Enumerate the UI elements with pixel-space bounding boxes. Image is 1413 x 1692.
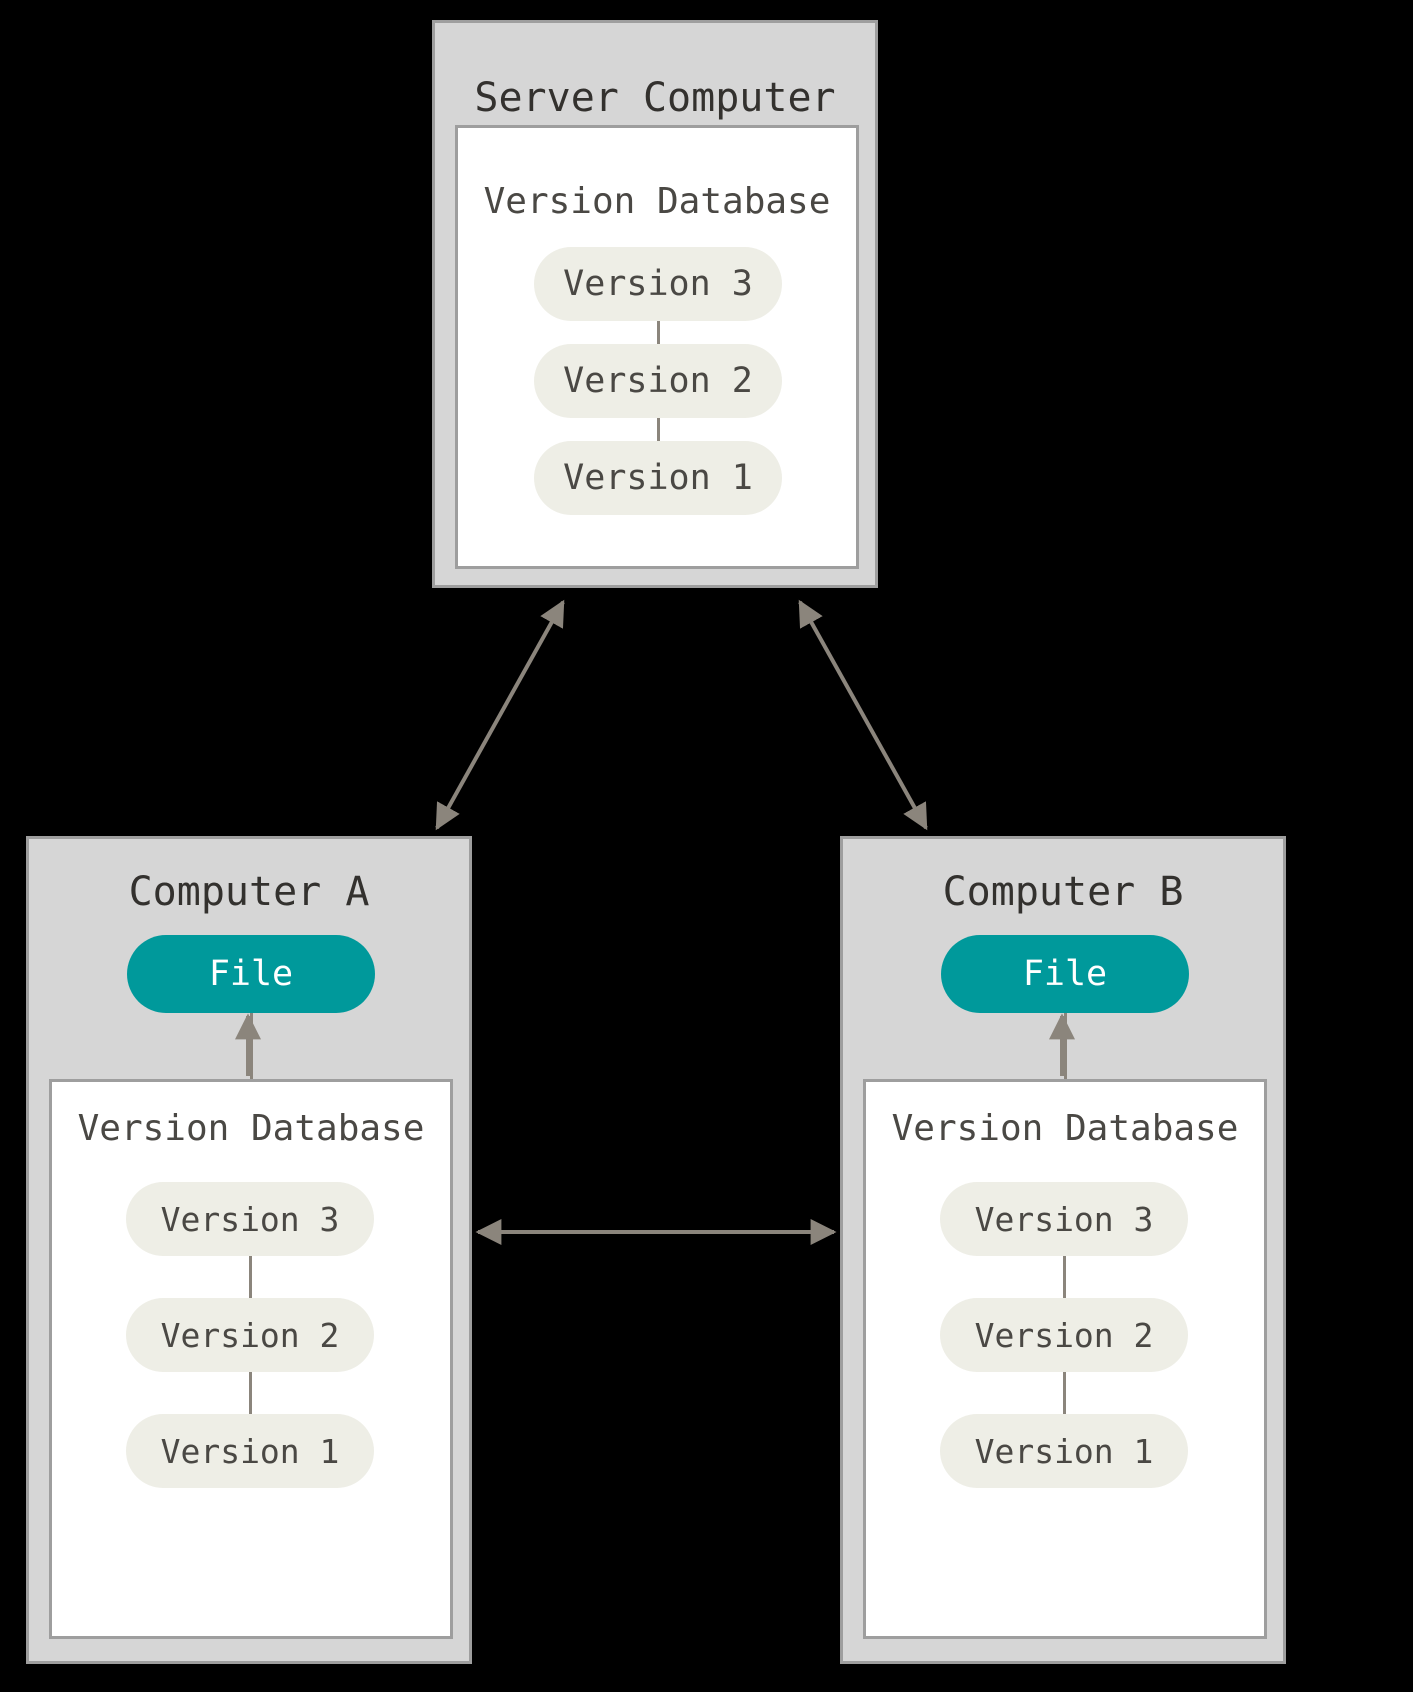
computer-a-file-pill[interactable]: File (127, 935, 375, 1013)
computer-a-version-1-pill[interactable]: Version 1 (126, 1414, 374, 1488)
computer-a-title: Computer A (128, 869, 370, 915)
computer-b-version-database-title: Version Database (891, 1108, 1239, 1149)
server-version-database-title: Version Database (483, 181, 831, 222)
server-version-1-pill[interactable]: Version 1 (534, 441, 782, 515)
server-version-3-pill[interactable]: Version 3 (534, 247, 782, 321)
computer-b-stem-2-1 (1063, 1372, 1066, 1414)
computer-b-file-pill[interactable]: File (941, 935, 1189, 1013)
computer-b-version-database-panel[interactable]: Version Database Version 3 Version 2 Ver… (863, 1079, 1267, 1639)
computer-a-version-database-title: Version Database (77, 1108, 425, 1149)
computer-b-version-2-pill[interactable]: Version 2 (940, 1298, 1188, 1372)
server-version-database-panel[interactable]: Version Database Version 3 Version 2 Ver… (455, 125, 859, 569)
server-version-2-pill[interactable]: Version 2 (534, 344, 782, 418)
arrow-server-to-computer-b (798, 599, 928, 831)
computer-a-stem-2-1 (249, 1372, 252, 1414)
computer-a-db-to-file-stem (250, 1013, 253, 1079)
computer-b-box[interactable]: Computer B File Version Database Version… (840, 836, 1286, 1664)
computer-a-version-2-pill[interactable]: Version 2 (126, 1298, 374, 1372)
server-computer-box[interactable]: Server Computer Version Database Version… (432, 20, 878, 588)
computer-a-stem-3-2 (249, 1256, 252, 1298)
computer-b-title: Computer B (942, 869, 1184, 915)
computer-b-version-1-pill[interactable]: Version 1 (940, 1414, 1188, 1488)
computer-a-version-3-pill[interactable]: Version 3 (126, 1182, 374, 1256)
computer-b-db-to-file-stem (1064, 1013, 1067, 1079)
computer-b-version-3-pill[interactable]: Version 3 (940, 1182, 1188, 1256)
computer-b-stem-3-2 (1063, 1256, 1066, 1298)
server-stem-2-1 (657, 418, 660, 441)
arrow-server-to-computer-a (435, 599, 565, 831)
computer-a-box[interactable]: Computer A File Version Database Version… (26, 836, 472, 1664)
computer-a-version-database-panel[interactable]: Version Database Version 3 Version 2 Ver… (49, 1079, 453, 1639)
server-computer-title: Server Computer (474, 75, 836, 121)
server-stem-3-2 (657, 321, 660, 344)
